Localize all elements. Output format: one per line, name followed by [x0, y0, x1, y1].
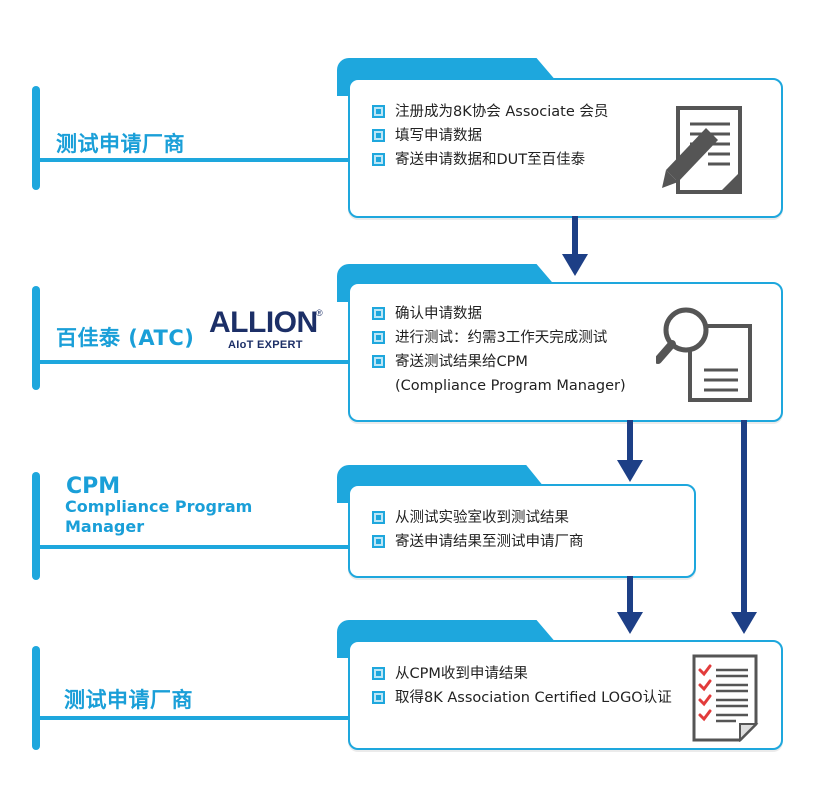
list-item: 确认申请数据: [372, 302, 626, 326]
bullet-icon: [372, 355, 385, 368]
bullet-icon: [372, 511, 385, 524]
document-search-icon: [656, 307, 752, 402]
row4-label: 测试申请厂商: [64, 688, 193, 712]
list-item: 寄送测试结果给CPM: [372, 350, 626, 374]
bullet-icon: [372, 331, 385, 344]
list-item: 寄送申请结果至测试申请厂商: [372, 530, 584, 554]
flow-arrow-head-icon: [562, 254, 588, 276]
card-step2: 确认申请数据 进行测试：约需3工作天完成测试 寄送测试结果给CPM (Compl…: [348, 282, 783, 422]
allion-logo-tagline: AIoT EXPERT: [228, 339, 303, 351]
bullet-icon: [372, 153, 385, 166]
row2-connector-line: [40, 360, 352, 364]
row3-connector-line: [40, 545, 352, 549]
flow-arrow-shaft: [741, 420, 747, 614]
flow-arrow-head-icon: [617, 612, 643, 634]
list-item: 从测试实验室收到测试结果: [372, 506, 584, 530]
row3-label: CPM: [66, 474, 121, 499]
row2-accent-bar: [32, 286, 40, 390]
row3-sublabel-line2: Manager: [65, 517, 145, 536]
row3-sublabel-line1: Compliance Program: [65, 497, 253, 516]
bullet-icon: [372, 535, 385, 548]
card4-item-list: 从CPM收到申请结果 取得8K Association Certified LO…: [372, 662, 672, 710]
flow-arrow-head-icon: [731, 612, 757, 634]
row2-label: 百佳泰 (ATC): [56, 326, 195, 350]
document-pen-icon: [662, 106, 742, 194]
bullet-icon: [372, 667, 385, 680]
card2-item-list: 确认申请数据 进行测试：约需3工作天完成测试 寄送测试结果给CPM (Compl…: [372, 302, 626, 398]
registered-mark: ®: [316, 308, 323, 318]
row3-accent-bar: [32, 472, 40, 580]
list-item-continuation: (Compliance Program Manager): [395, 378, 626, 394]
card-step1: 注册成为8K协会 Associate 会员 填写申请数据 寄送申请数据和DUT至…: [348, 78, 783, 218]
row1-connector-line: [40, 158, 352, 162]
flow-arrow-shaft: [627, 420, 633, 462]
row1-accent-bar: [32, 86, 40, 190]
row4-accent-bar: [32, 646, 40, 750]
list-item: 寄送申请数据和DUT至百佳泰: [372, 148, 608, 172]
allion-logo-wordmark: ALLION: [209, 306, 318, 339]
card-step3: 从测试实验室收到测试结果 寄送申请结果至测试申请厂商: [348, 484, 696, 578]
bullet-icon: [372, 307, 385, 320]
checklist-icon: [692, 654, 759, 742]
flow-arrow-shaft: [572, 216, 578, 256]
list-item: 从CPM收到申请结果: [372, 662, 672, 686]
list-item: 填写申请数据: [372, 124, 608, 148]
row1-label: 测试申请厂商: [56, 132, 185, 156]
flow-arrow-shaft: [627, 576, 633, 614]
list-item: 取得8K Association Certified LOGO认证: [372, 686, 672, 710]
list-item: 注册成为8K协会 Associate 会员: [372, 100, 608, 124]
flow-arrow-head-icon: [617, 460, 643, 482]
list-item: 进行测试：约需3工作天完成测试: [372, 326, 626, 350]
bullet-icon: [372, 691, 385, 704]
bullet-icon: [372, 129, 385, 142]
card-step4: 从CPM收到申请结果 取得8K Association Certified LO…: [348, 640, 783, 750]
card1-item-list: 注册成为8K协会 Associate 会员 填写申请数据 寄送申请数据和DUT至…: [372, 100, 608, 172]
row4-connector-line: [40, 716, 352, 720]
bullet-icon: [372, 105, 385, 118]
card3-item-list: 从测试实验室收到测试结果 寄送申请结果至测试申请厂商: [372, 506, 584, 554]
